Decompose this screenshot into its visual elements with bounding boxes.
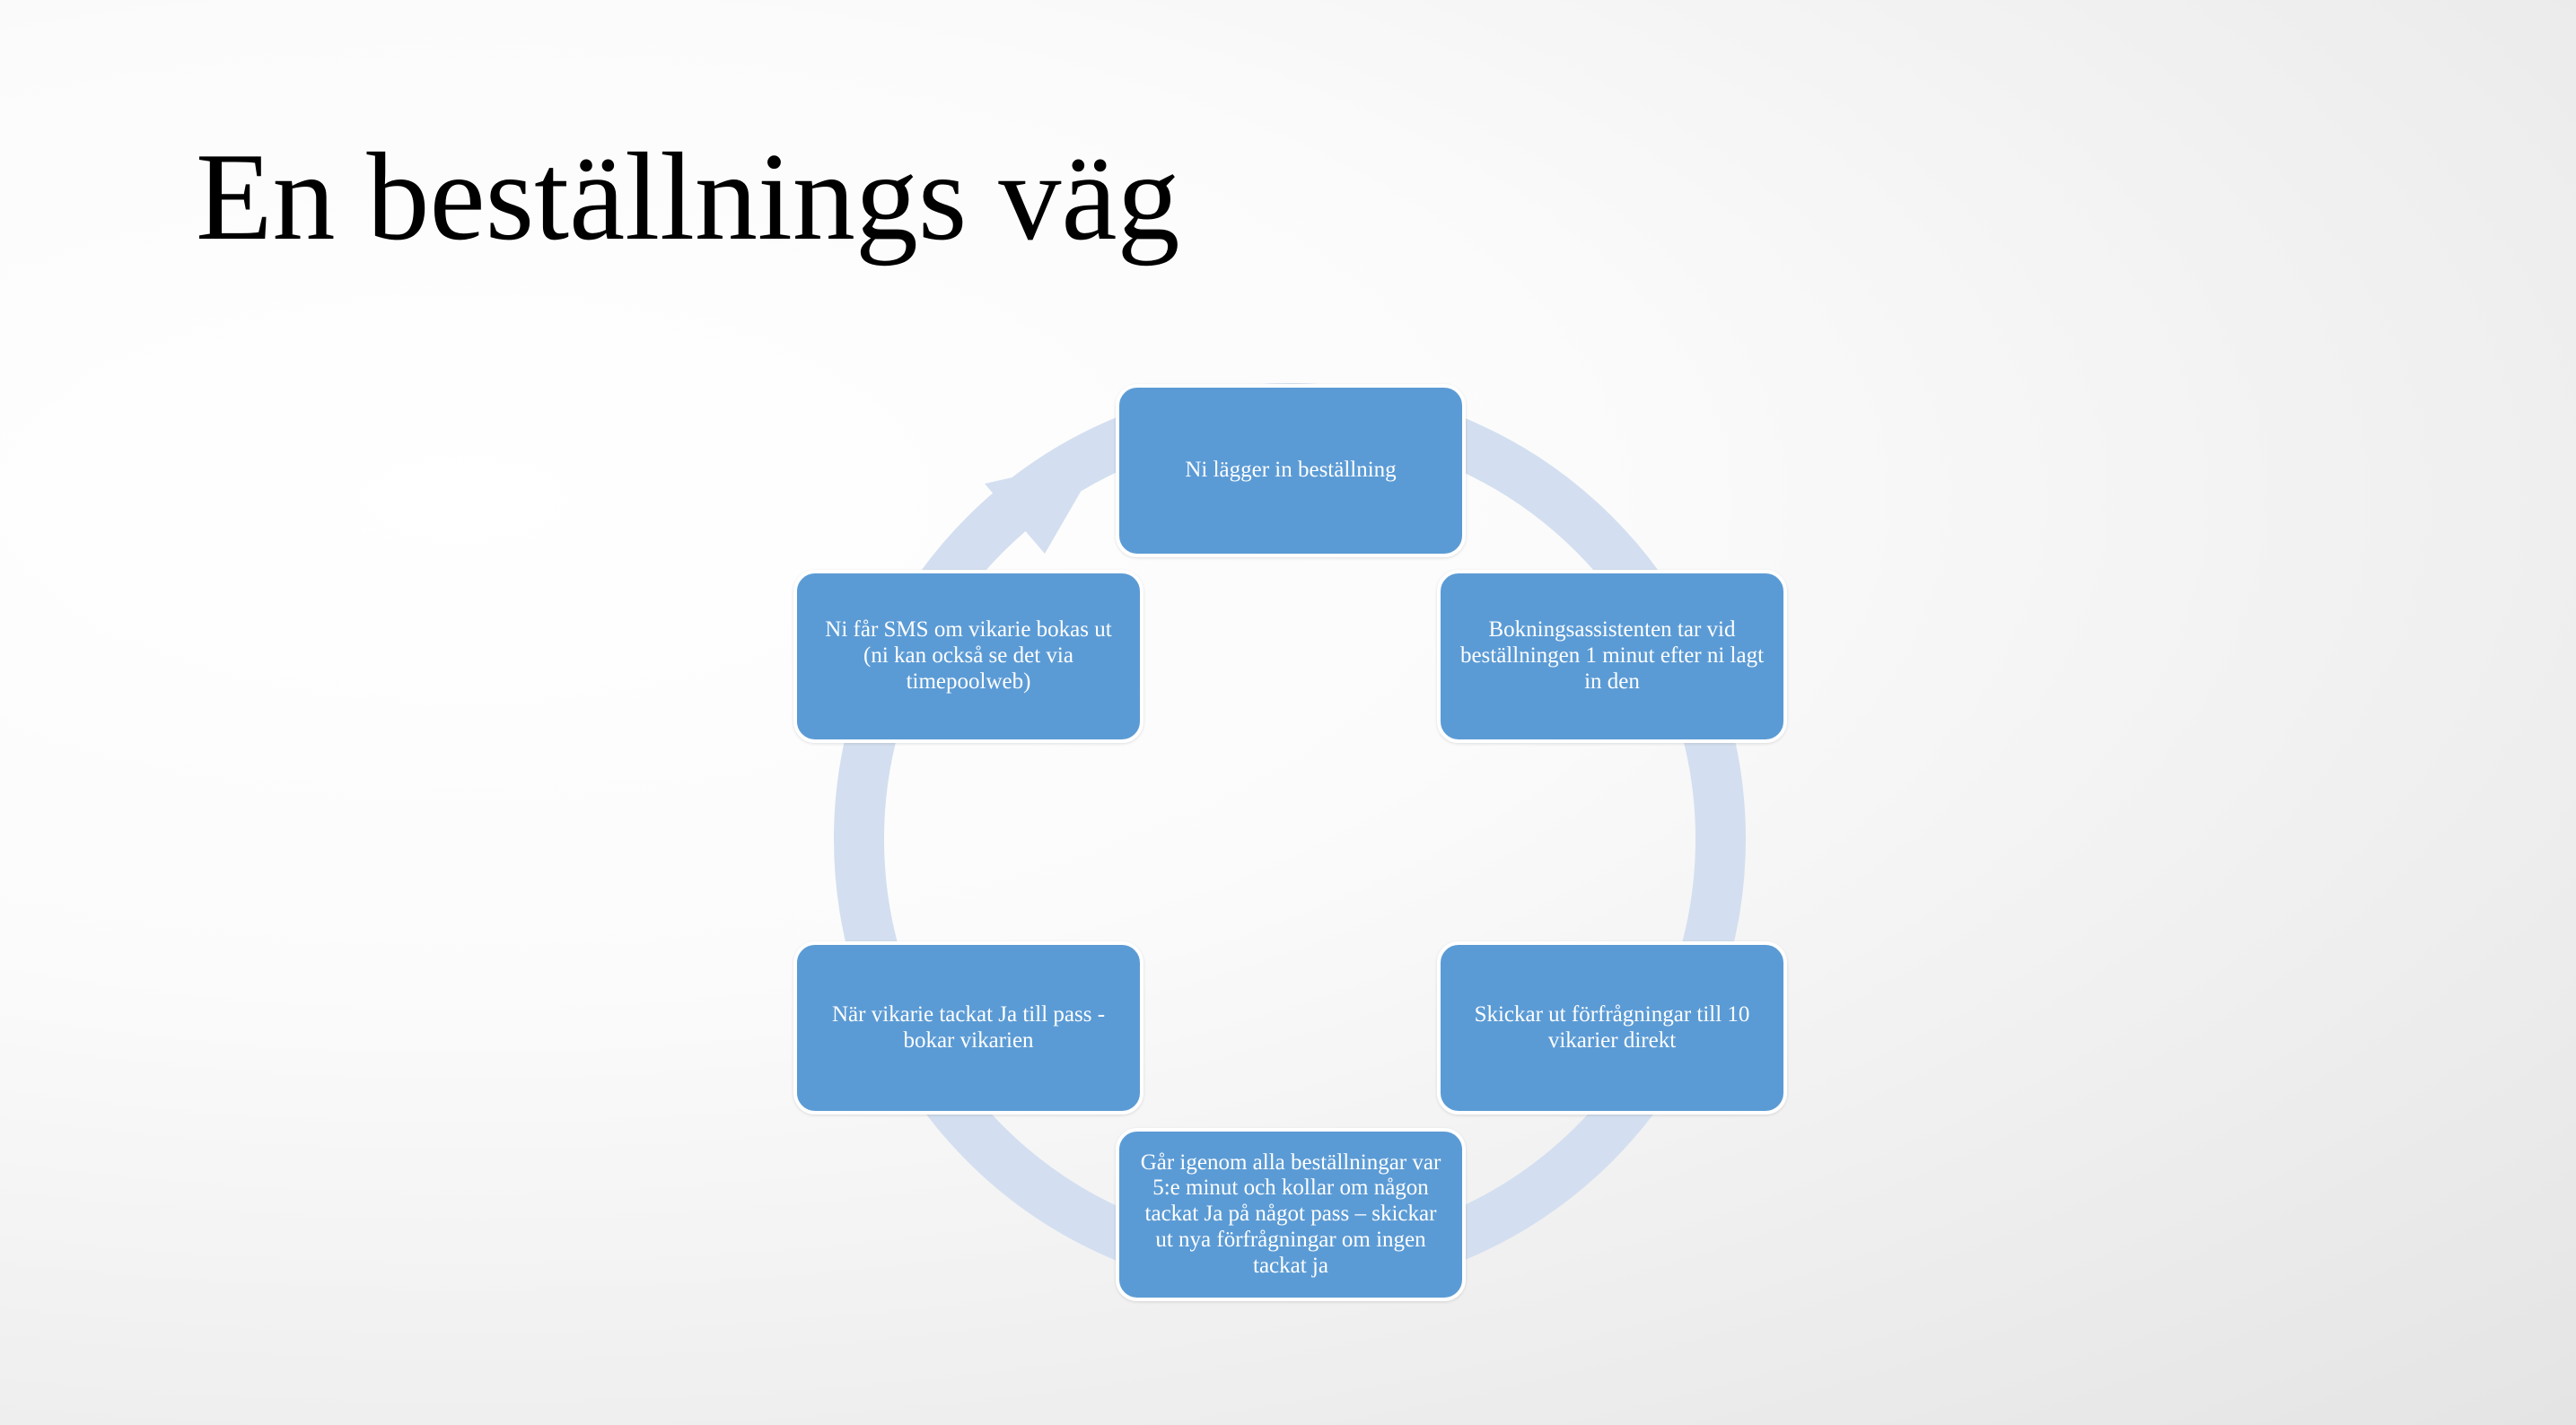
step-box-check-orders: Går igenom alla beställningar var 5:e mi… [1116,1128,1466,1301]
step-label: Skickar ut förfrågningar till 10 vikarie… [1474,1001,1750,1053]
step-box-assistant-takes-order: Bokningsassistenten tar vid beställninge… [1437,570,1787,743]
cycle-arrowhead [985,458,1100,554]
step-box-sms-notification: Ni får SMS om vikarie bokas ut (ni kan o… [793,570,1143,743]
step-label: Går igenom alla beställningar var 5:e mi… [1140,1150,1441,1278]
slide-title: En beställnings väg [196,127,1180,267]
step-box-book-substitute: När vikarie tackat Ja till pass - bokar … [793,941,1143,1115]
step-label: Bokningsassistenten tar vid beställninge… [1459,617,1765,694]
step-label: När vikarie tackat Ja till pass - bokar … [831,1001,1106,1053]
step-label: Ni får SMS om vikarie bokas ut (ni kan o… [825,617,1112,694]
step-label: Ni lägger in beställning [1185,458,1397,483]
step-box-send-requests: Skickar ut förfrågningar till 10 vikarie… [1437,941,1787,1115]
step-box-place-order: Ni lägger in beställning [1116,384,1466,557]
